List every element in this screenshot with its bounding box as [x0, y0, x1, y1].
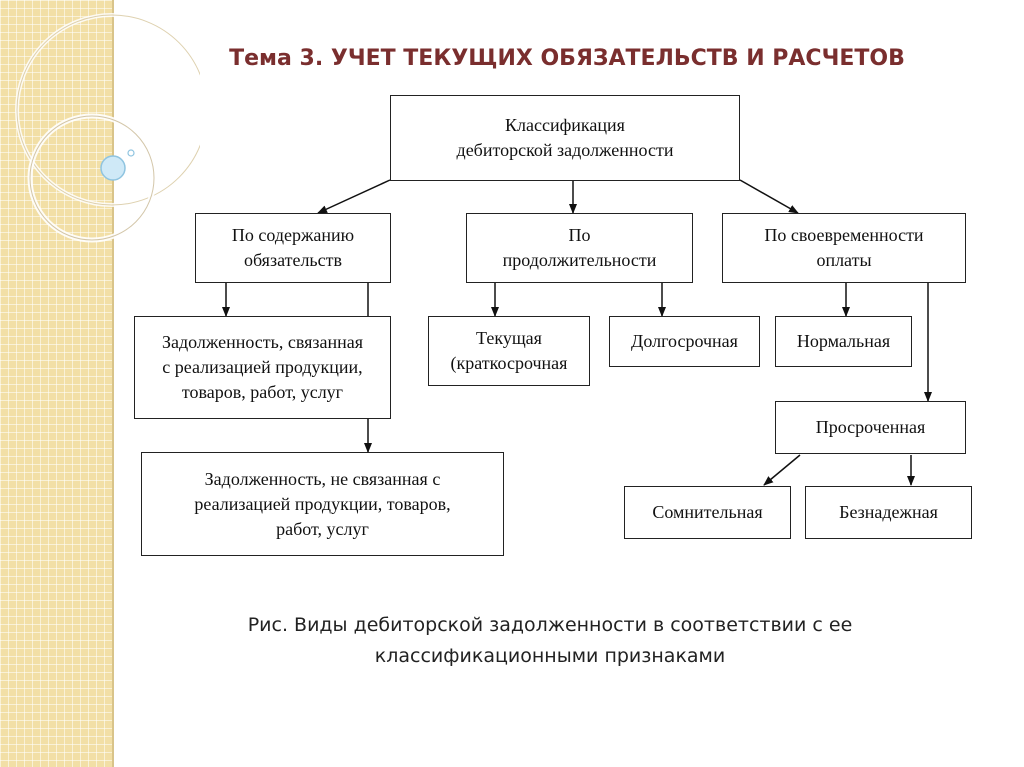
arrow-root-content	[317, 179, 391, 214]
node-hopeless: Безнадежная	[805, 486, 972, 539]
decorative-stripe-edge	[112, 0, 114, 767]
node-longterm-label: Долгосрочная	[631, 331, 738, 351]
node-by-duration-label: По продолжительности	[502, 225, 657, 270]
node-normal-label: Нормальная	[796, 331, 891, 351]
node-normal: Нормальная	[775, 316, 912, 367]
node-related-debt: Задолженность, связанная с реализацией п…	[134, 316, 391, 419]
node-current-label: Текущая (краткосрочная	[450, 328, 568, 373]
node-doubtful-label: Сомнительная	[652, 502, 763, 522]
node-root: Классификация дебиторской задолженности	[390, 95, 740, 181]
small-bubble-icon	[127, 149, 135, 157]
figure-caption-text: Рис. Виды дебиторской задолженности в со…	[247, 614, 853, 667]
node-by-duration: По продолжительности	[466, 213, 693, 283]
figure-caption: Рис. Виды дебиторской задолженности в со…	[200, 610, 900, 672]
node-by-content: По содержанию обязательств	[195, 213, 391, 283]
decorative-rings	[15, 13, 200, 243]
arrow-root-timeliness	[739, 179, 799, 214]
node-related-debt-label: Задолженность, связанная с реализацией п…	[161, 332, 364, 402]
node-hopeless-label: Безнадежная	[839, 502, 938, 522]
node-current: Текущая (краткосрочная	[428, 316, 590, 386]
node-doubtful: Сомнительная	[624, 486, 791, 539]
node-unrelated-debt-label: Задолженность, не связанная с реализацие…	[194, 468, 451, 539]
node-by-timeliness-label: По своевременности оплаты	[764, 225, 924, 270]
node-by-content-label: По содержанию обязательств	[231, 225, 355, 270]
node-by-timeliness: По своевременности оплаты	[722, 213, 966, 283]
node-overdue: Просроченная	[775, 401, 966, 454]
page-title: Тема 3. УЧЕТ ТЕКУЩИХ ОБЯЗАТЕЛЬСТВ И РАСЧ…	[229, 46, 905, 71]
node-root-label: Классификация дебиторской задолженности	[456, 115, 674, 160]
bubble-icon	[100, 155, 126, 181]
node-longterm: Долгосрочная	[609, 316, 760, 367]
arrow-overdue-doubtful	[763, 454, 801, 486]
node-overdue-label: Просроченная	[815, 417, 926, 437]
node-unrelated-debt: Задолженность, не связанная с реализацие…	[141, 452, 504, 556]
